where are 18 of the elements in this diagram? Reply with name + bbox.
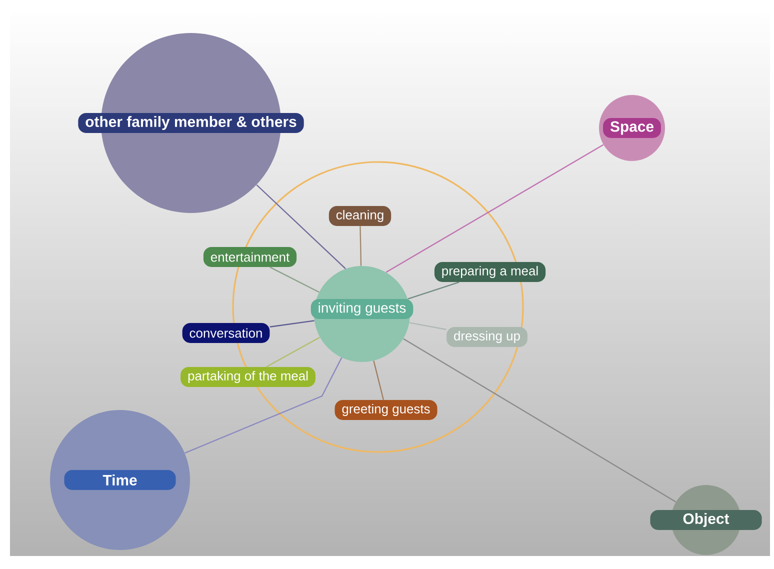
connector-line (256, 184, 346, 270)
connector-line (266, 336, 320, 368)
activity-label: preparing a meal (434, 262, 546, 282)
activity-label: partaking of the meal (180, 367, 316, 387)
connector-line (184, 357, 342, 454)
connector-line (409, 322, 446, 330)
activity-label: dressing up (446, 327, 528, 347)
connector-line (408, 282, 460, 300)
activity-label: greeting guests (334, 400, 438, 420)
activity-label: cleaning (328, 206, 392, 226)
connector-line (270, 320, 314, 328)
connector-line (386, 144, 604, 273)
activity-label: conversation (182, 323, 270, 343)
connector-line (270, 266, 320, 293)
connector-line (373, 360, 384, 400)
activity-label: entertainment (203, 247, 297, 267)
connector-line (403, 338, 676, 502)
connector-line (360, 226, 362, 266)
